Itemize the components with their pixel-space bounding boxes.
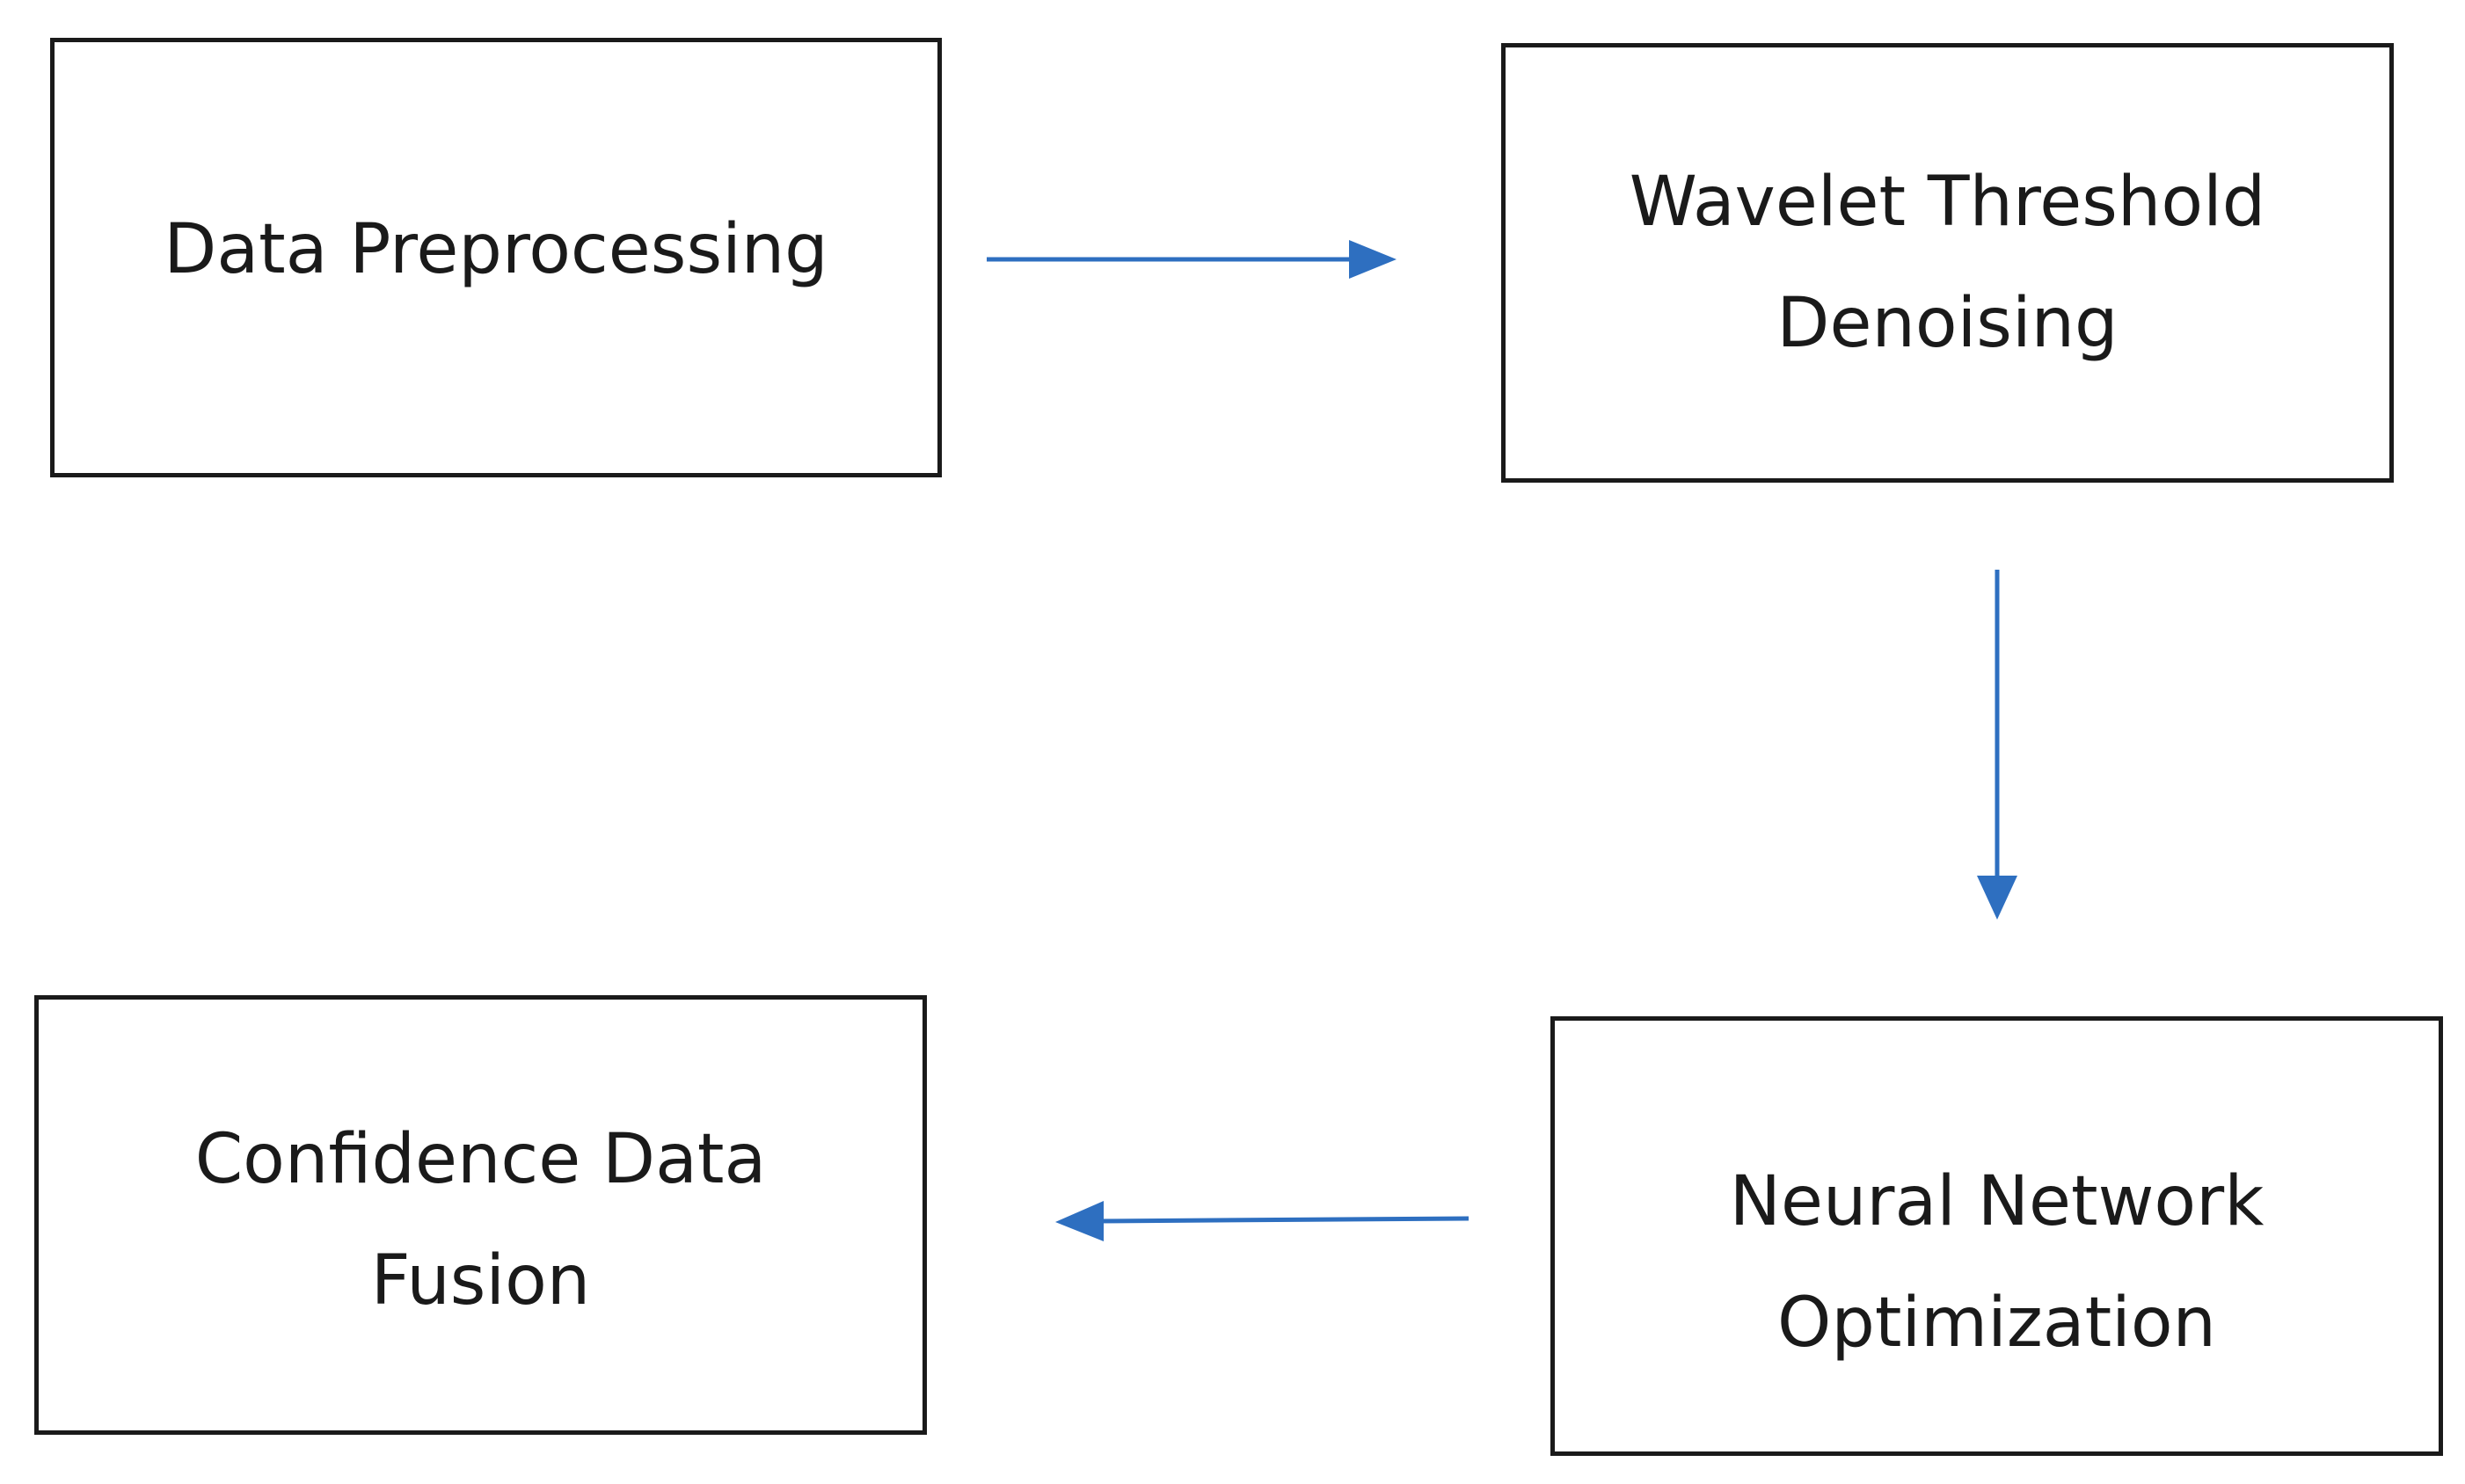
node-label-wavelet-threshold-denoising: Wavelet Threshold Denoising — [1629, 163, 2266, 363]
edge-preprocessing-to-wavelet — [987, 240, 1397, 279]
node-label-neural-network-optimization: Neural Network Optimization — [1729, 1162, 2264, 1363]
node-neural-network-optimization: Neural Network Optimization — [1550, 1016, 2443, 1456]
arrowhead-right — [1349, 240, 1397, 279]
node-data-preprocessing: Data Preprocessing — [50, 38, 942, 477]
edge-line-neural-to-fusion — [1095, 1216, 1470, 1224]
edge-wavelet-to-neural — [1977, 570, 2017, 920]
node-confidence-data-fusion: Confidence Data Fusion — [34, 995, 927, 1435]
node-wavelet-threshold-denoising: Wavelet Threshold Denoising — [1501, 43, 2394, 483]
node-label-data-preprocessing: Data Preprocessing — [164, 210, 828, 289]
edge-neural-to-fusion — [1055, 1201, 1470, 1241]
arrowhead-down — [1977, 876, 2017, 920]
arrowhead-left — [1055, 1201, 1104, 1241]
node-label-confidence-data-fusion: Confidence Data Fusion — [194, 1120, 767, 1320]
